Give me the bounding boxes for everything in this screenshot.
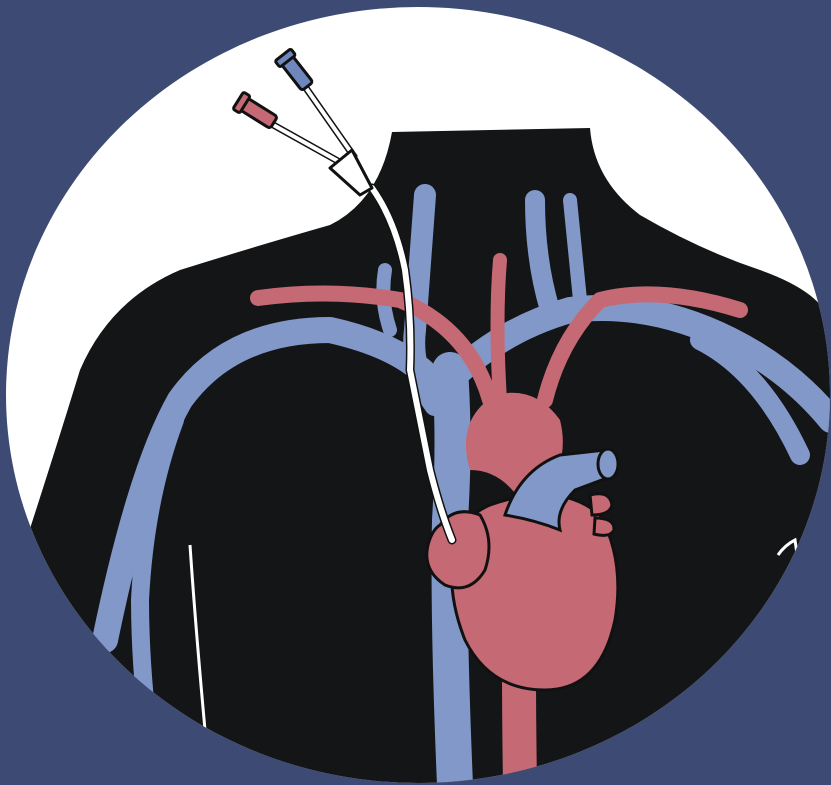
pulmonary-vessels-stub bbox=[590, 494, 612, 515]
pulmonary-vessels-stub-lower bbox=[594, 518, 614, 535]
left-common-carotid-artery bbox=[498, 260, 501, 400]
pulmonary-trunk-opening bbox=[598, 449, 618, 479]
right-jugular-branch bbox=[570, 200, 580, 300]
